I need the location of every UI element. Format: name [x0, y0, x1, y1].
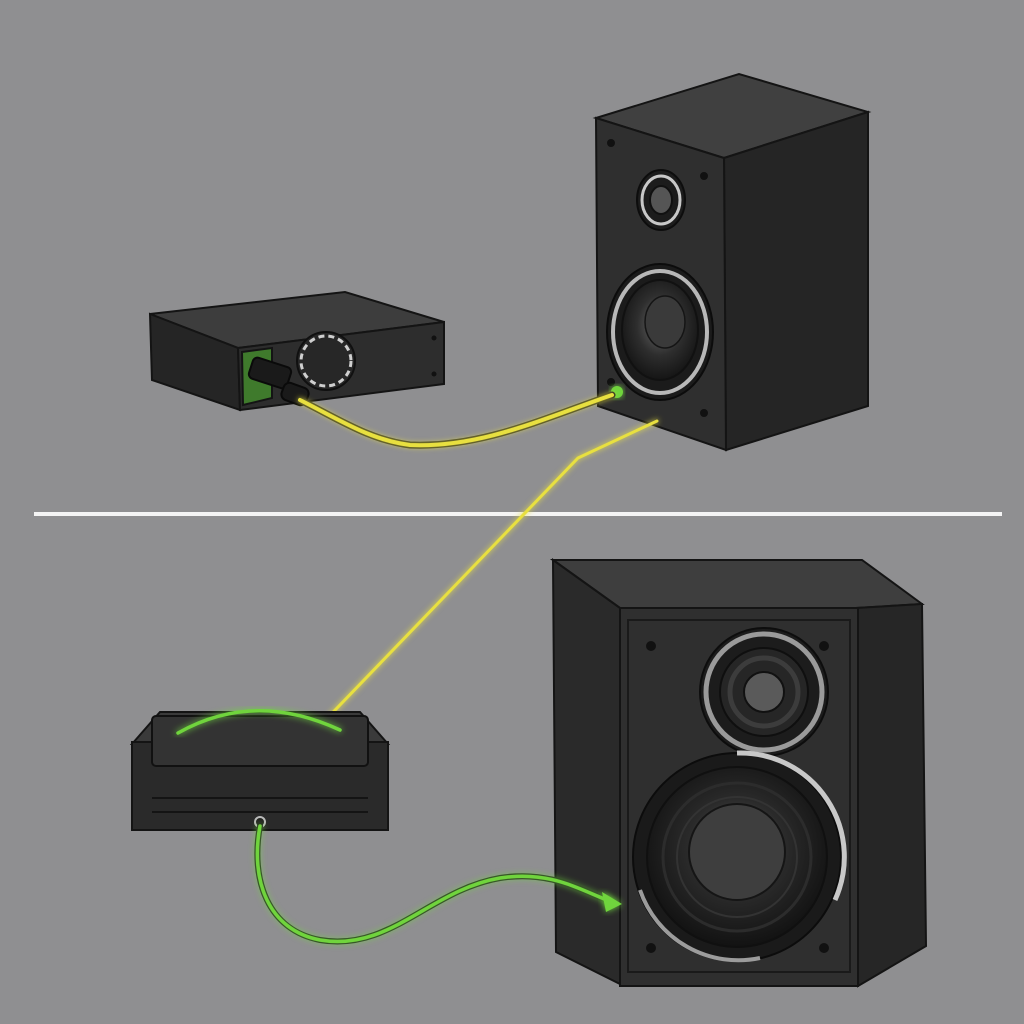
green-arc-icon — [176, 709, 342, 735]
dial-icon — [296, 331, 356, 391]
top-panel — [148, 72, 872, 452]
tweeter-icon — [699, 627, 829, 757]
bottom-speaker — [549, 558, 928, 988]
woofer-icon — [606, 263, 714, 401]
bottom-source-device — [129, 709, 391, 831]
yellow-connector-line — [310, 419, 659, 736]
woofer-icon — [632, 750, 847, 963]
tweeter-icon — [636, 169, 686, 231]
top-speaker — [592, 72, 872, 452]
plug-icon — [247, 356, 310, 407]
top-source-device — [148, 290, 445, 412]
bottom-panel — [129, 558, 928, 988]
arrow-head-icon — [602, 892, 622, 912]
